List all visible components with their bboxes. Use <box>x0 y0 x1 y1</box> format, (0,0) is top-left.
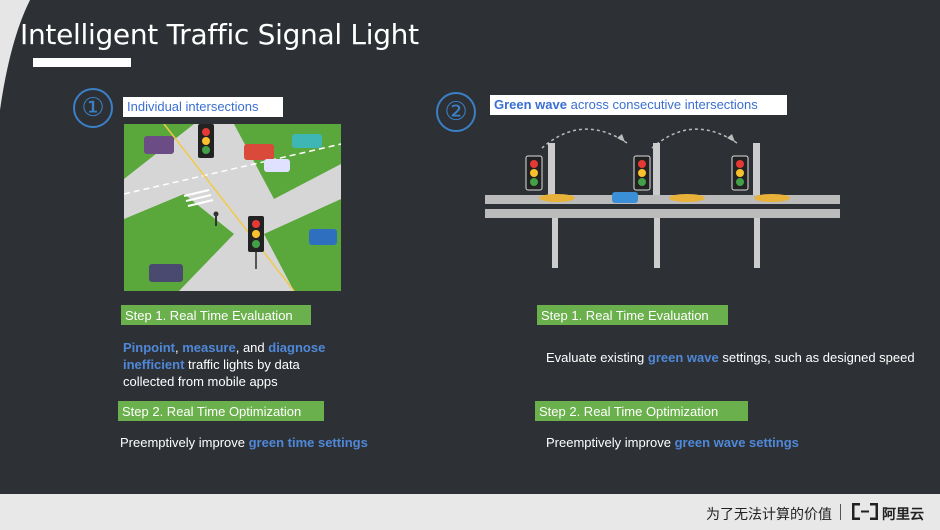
right-step2-description: Preemptively improve green wave settings <box>546 434 896 451</box>
left-step2-description: Preemptively improve green time settings <box>120 434 420 451</box>
section-number-1: ① <box>73 88 113 128</box>
aliyun-logo-icon <box>852 503 878 520</box>
hl-green-wave: Green wave <box>494 97 567 112</box>
hl-pinpoint: Pinpoint <box>123 340 175 355</box>
hl-diagnose: diagnose inefficient <box>123 340 326 372</box>
desc-text: Preemptively improve <box>546 435 675 450</box>
left-step1-description: Pinpoint, measure, and diagnose ineffici… <box>123 339 353 390</box>
label-rest: across consecutive intersections <box>567 97 758 112</box>
green-wave-illustration <box>485 128 840 268</box>
title-underline <box>33 58 131 67</box>
footer-brand: 阿里云 <box>882 507 924 523</box>
left-step1-label: Step 1. Real Time Evaluation <box>121 305 311 325</box>
desc-text: Evaluate existing <box>546 350 648 365</box>
left-section-label: Individual intersections <box>123 97 283 117</box>
hl-measure: measure <box>182 340 236 355</box>
footer-slogan: 为了无法计算的价值 <box>706 507 832 523</box>
left-step2-label: Step 2. Real Time Optimization <box>118 401 324 421</box>
right-step1-label: Step 1. Real Time Evaluation <box>537 305 728 325</box>
section-number-2: ② <box>436 92 476 132</box>
footer-bar <box>0 494 940 530</box>
hl-green-wave-settings: green wave settings <box>674 435 799 450</box>
right-step1-description: Evaluate existing green wave settings, s… <box>546 349 916 366</box>
intersection-illustration <box>124 124 341 291</box>
desc-text: settings, such as designed speed <box>718 350 915 365</box>
hl-green-wave-eval: green wave <box>647 350 719 365</box>
desc-text: Preemptively improve <box>120 435 249 450</box>
corner-decoration <box>0 0 30 110</box>
right-step2-label: Step 2. Real Time Optimization <box>535 401 748 421</box>
footer-separator <box>840 504 841 520</box>
desc-text: , <box>175 340 183 355</box>
page-title: Intelligent Traffic Signal Light <box>20 18 419 51</box>
hl-green-time: green time settings <box>248 435 368 450</box>
desc-text: traffic lights by data collected from mo… <box>123 357 300 389</box>
desc-text: , and <box>235 340 269 355</box>
right-section-label: Green wave across consecutive intersecti… <box>490 95 787 115</box>
